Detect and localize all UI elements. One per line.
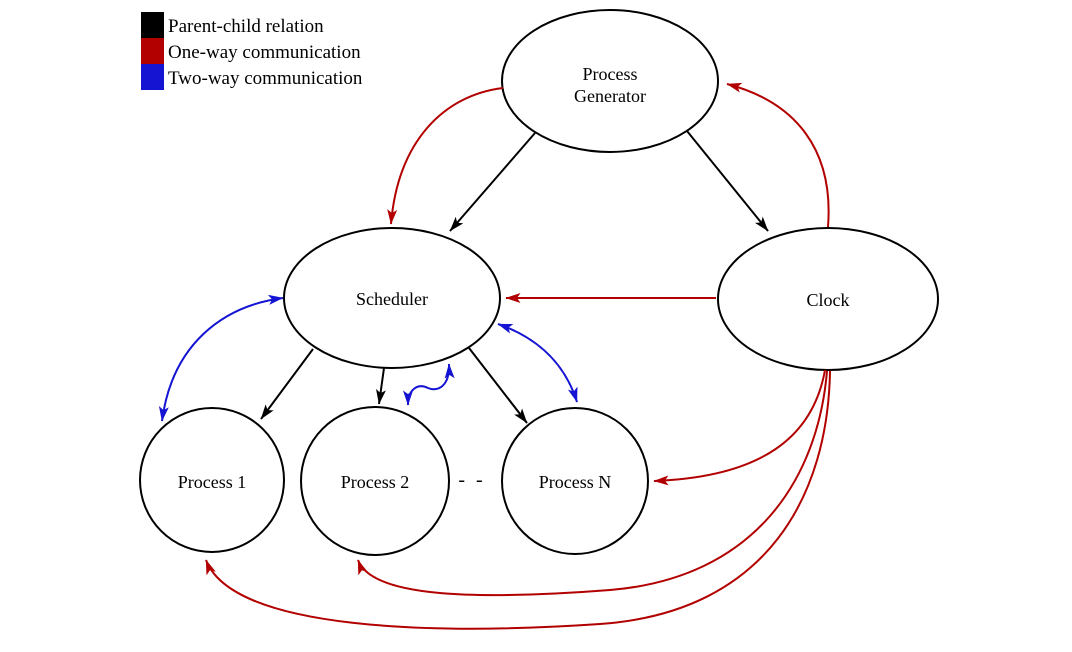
node-process-2 [300,406,450,556]
parent-child-edges [260,130,769,424]
legend-swatch-parent-child [141,12,164,38]
edge-clock-to-generator-red [726,82,830,228]
scheduler-label: Scheduler [356,289,428,309]
legend-label-two-way: Two-way communication [168,68,363,89]
edge-scheduler-process1-blue [158,294,284,422]
process-n-label: Process N [539,472,612,492]
edge-generator-to-scheduler-black [449,132,536,232]
two-way-edges [158,294,578,422]
legend-swatch-one-way [141,38,164,64]
nodes-layer [139,9,939,556]
legend: Parent-child relation One-way communicat… [141,12,363,90]
edge-clock-to-processN-red [653,369,826,486]
node-process-generator [501,9,719,153]
edge-clock-to-process1-red [205,370,831,630]
edge-scheduler-to-process2-black [376,367,386,405]
ellipsis-separator: - - [458,469,485,491]
node-clock [717,227,939,371]
edge-generator-to-scheduler-red [387,87,504,225]
edge-generator-to-clock-black [686,130,769,232]
edge-scheduler-to-process1-black [260,348,314,420]
process-generator-label-line1: Process [583,64,638,84]
edge-scheduler-process2-blue [403,363,455,406]
legend-label-one-way: One-way communication [168,42,361,63]
clock-label: Clock [807,290,850,310]
node-scheduler [283,227,501,369]
edge-clock-to-process2-red [357,370,828,597]
process-generator-label-line2: Generator [574,86,646,106]
edge-scheduler-processN-blue [497,323,578,403]
node-labels: Process Generator Scheduler Clock Proces… [178,64,850,492]
node-process-n [501,407,649,555]
edge-scheduler-to-processN-black [468,347,528,424]
process-1-label: Process 1 [178,472,247,492]
legend-label-parent-child: Parent-child relation [168,16,324,37]
legend-swatch-two-way [141,64,164,90]
process-2-label: Process 2 [341,472,410,492]
one-way-edges [205,82,831,630]
